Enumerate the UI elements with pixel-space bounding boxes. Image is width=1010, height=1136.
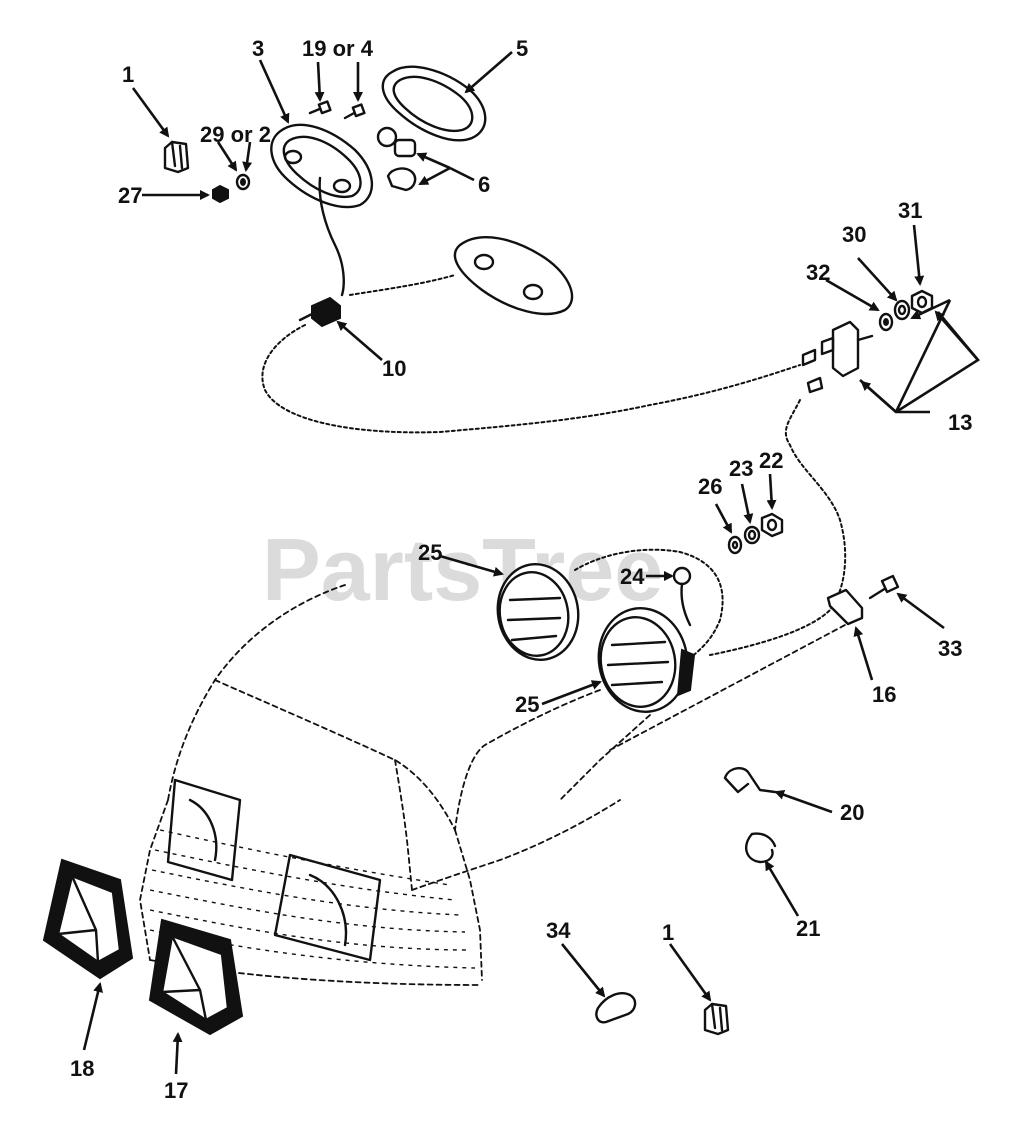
- grille-headlight-left: [166, 778, 242, 882]
- callout-31: 31: [898, 198, 922, 223]
- part-34-clip: [595, 992, 637, 1024]
- part-3-light-housing: [270, 123, 374, 209]
- part-5-lens: [381, 65, 487, 142]
- callout-labels: 1 3 19 or 4 5 29 or 2 27 6 10 31 30 32 1…: [70, 36, 972, 1103]
- part-26-washer: [727, 535, 743, 555]
- part-6-bulbs: [376, 126, 417, 192]
- callout-25-rear: 25: [418, 540, 442, 565]
- callout-5: 5: [516, 36, 528, 61]
- part-3-lower-housing: [453, 236, 574, 316]
- callout-30: 30: [842, 222, 866, 247]
- grille: [149, 829, 476, 969]
- callout-1: 1: [122, 62, 134, 87]
- part-32-washer: [878, 312, 894, 332]
- leader-arrows: [82, 51, 980, 1075]
- part-21-clip: [744, 832, 777, 864]
- callout-19-or-4: 19 or 4: [302, 36, 374, 61]
- callout-20: 20: [840, 800, 864, 825]
- callout-22: 22: [759, 448, 783, 473]
- wiring-harness: [261, 176, 847, 659]
- callout-18: 18: [70, 1056, 94, 1081]
- part-1-clip-bottom: [703, 1002, 730, 1036]
- callout-26: 26: [698, 474, 722, 499]
- part-27-nut: [212, 184, 229, 204]
- callout-17: 17: [164, 1078, 188, 1103]
- part-29-washer: [235, 173, 251, 191]
- part-22-nut: [760, 512, 784, 538]
- callout-10: 10: [382, 356, 406, 381]
- callout-3: 3: [252, 36, 264, 61]
- watermark-text: PartsTree: [262, 520, 663, 619]
- part-30-washer: [893, 299, 911, 321]
- part-10-connector: [298, 296, 341, 328]
- part-20-clamp: [723, 766, 777, 794]
- part-18-bezel: [42, 858, 134, 980]
- part-23-washer: [743, 525, 761, 545]
- callout-13: 13: [948, 410, 972, 435]
- part-24-bolt: [672, 566, 692, 627]
- grille-headlight-right: [273, 853, 382, 962]
- callout-29-or-2: 29 or 2: [200, 122, 271, 147]
- callout-24: 24: [620, 564, 645, 589]
- callout-33: 33: [938, 636, 962, 661]
- callout-21: 21: [796, 916, 820, 941]
- part-25-headlight-front: [597, 607, 696, 713]
- callout-1-bottom: 1: [662, 920, 674, 945]
- hood-body: [139, 584, 846, 986]
- part-25-headlight-rear: [496, 563, 580, 661]
- callout-34: 34: [546, 918, 571, 943]
- callout-6: 6: [478, 172, 490, 197]
- part-16-bracket: [826, 588, 864, 626]
- part-13-switch: [801, 320, 874, 394]
- callout-27: 27: [118, 183, 142, 208]
- part-1-clip-top: [163, 140, 190, 174]
- callout-25-front: 25: [515, 692, 539, 717]
- callout-16: 16: [872, 682, 896, 707]
- part-17-bezel: [148, 918, 244, 1036]
- part-19-screws: [308, 100, 366, 120]
- callout-32: 32: [806, 260, 830, 285]
- part-33-screw: [868, 574, 900, 600]
- callout-23: 23: [729, 456, 753, 481]
